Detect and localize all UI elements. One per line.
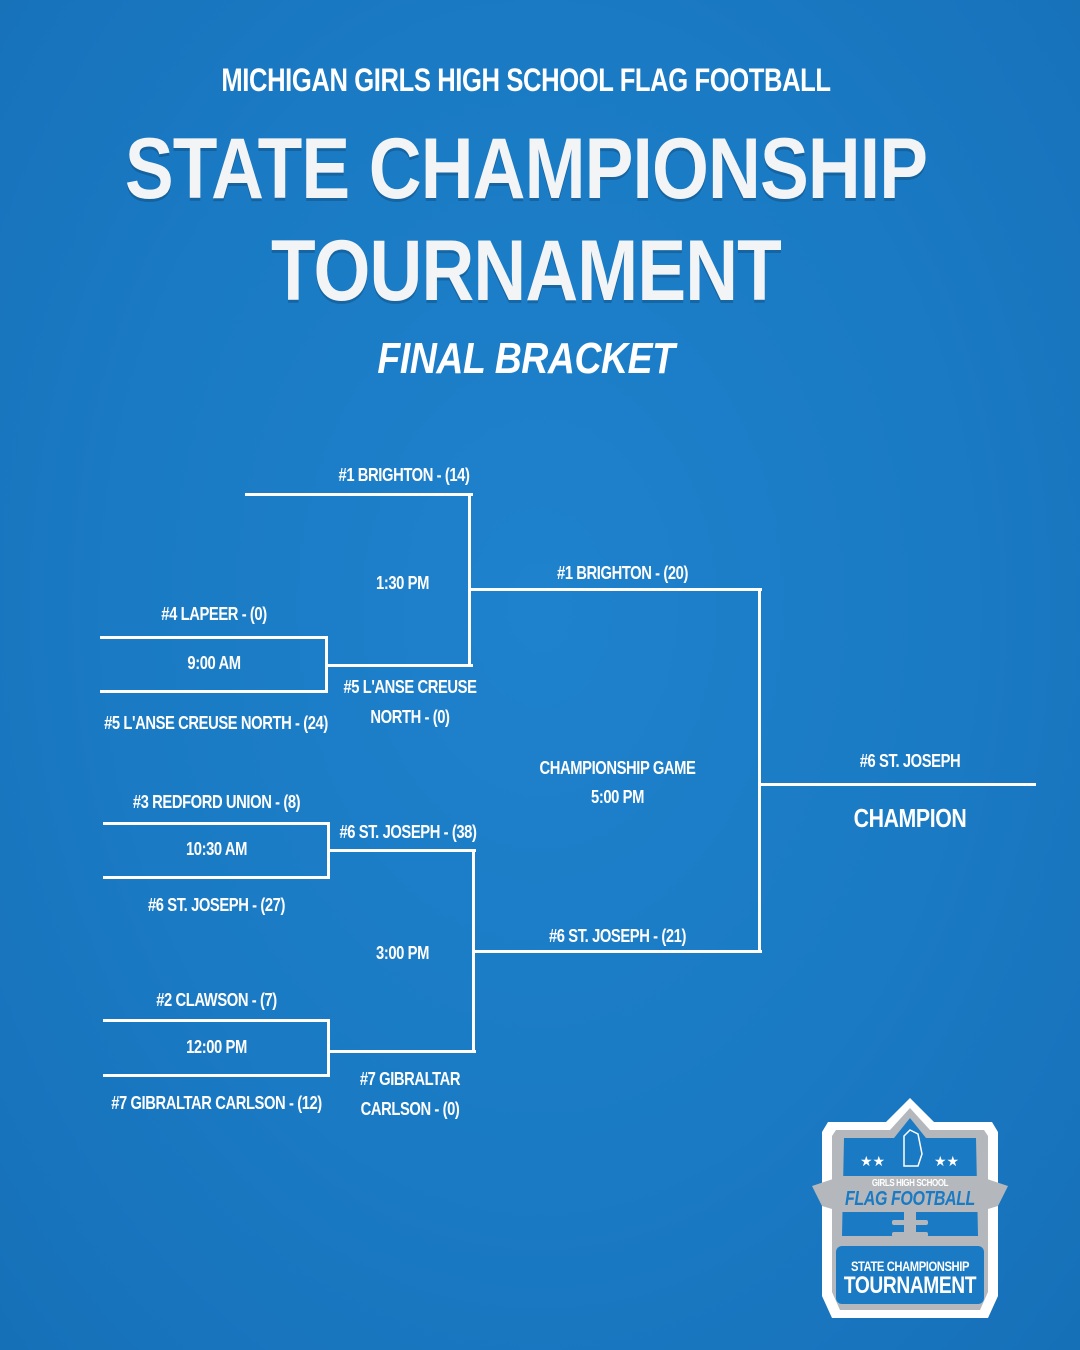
game-time: 9:00 AM: [187, 653, 241, 673]
team-lanse-creuse: #5 L'ANSE CREUSE: [343, 677, 477, 697]
team-brighton: #1 BRIGHTON - (14): [338, 465, 470, 485]
team-lanse-creuse: #5 L'ANSE CREUSE NORTH - (24): [104, 713, 328, 733]
game-time: 3:00 PM: [376, 943, 429, 963]
title-line2: TOURNAMENT: [271, 223, 782, 319]
svg-text:★★: ★★: [860, 1153, 885, 1169]
team-lapeer: #4 LAPEER - (0): [161, 604, 267, 624]
team-redford: #3 REDFORD UNION - (8): [132, 792, 301, 812]
team-brighton: #1 BRIGHTON - (20): [557, 563, 688, 583]
team-clawson: #2 CLAWSON - (7): [156, 990, 277, 1010]
title-line1: STATE CHAMPIONSHIP: [124, 121, 928, 217]
team-st-joseph: #6 ST. JOSEPH - (21): [548, 926, 686, 946]
tournament-logo: ★★ ★★ GIRLS HIGH SCHOOL FLAG FOOTBALL ST…: [812, 1096, 1008, 1322]
game-time: 5:00 PM: [591, 787, 644, 807]
subtitle: MICHIGAN GIRLS HIGH SCHOOL FLAG FOOTBALL: [221, 62, 831, 98]
team-gibraltar: CARLSON - (0): [360, 1099, 460, 1119]
champion-team: #6 ST. JOSEPH: [859, 751, 961, 771]
bracket-label: FINAL BRACKET: [377, 334, 675, 383]
game-time: 12:00 PM: [186, 1037, 247, 1057]
game-time: 1:30 PM: [376, 573, 429, 593]
team-gibraltar: #7 GIBRALTAR: [359, 1069, 461, 1089]
champion-label: CHAMPION: [853, 803, 967, 833]
team-st-joseph: #6 ST. JOSEPH - (27): [147, 895, 285, 915]
team-lanse-creuse: NORTH - (0): [370, 707, 450, 727]
championship-label: CHAMPIONSHIP GAME: [539, 758, 696, 778]
svg-text:★★: ★★: [934, 1153, 959, 1169]
team-st-joseph: #6 ST. JOSEPH - (38): [339, 822, 477, 842]
team-gibraltar: #7 GIBRALTAR CARLSON - (12): [111, 1093, 322, 1113]
game-time: 10:30 AM: [186, 839, 247, 859]
